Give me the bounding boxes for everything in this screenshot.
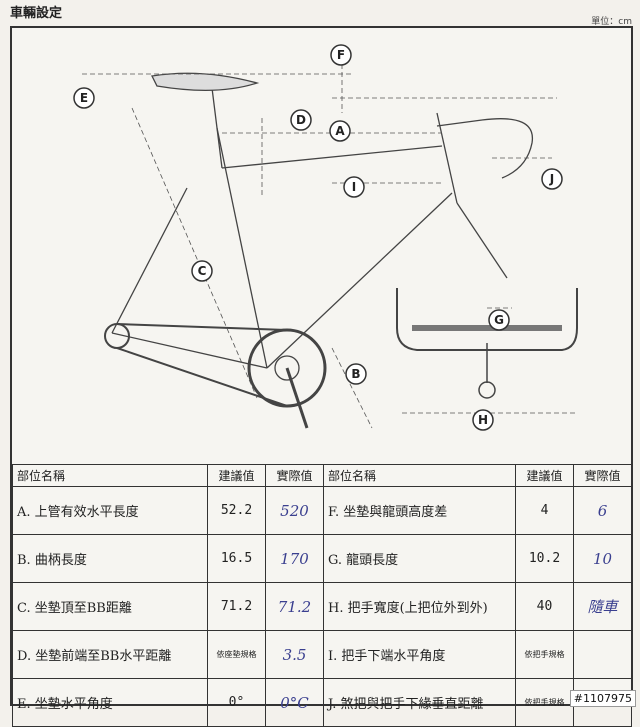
row-c-name: C. 坐墊頂至BB距離 [12, 582, 208, 631]
down-tube [266, 192, 453, 369]
row-g-name: G. 龍頭長度 [323, 534, 516, 583]
row-f-recommended: 4 [515, 486, 574, 535]
dim-b [331, 347, 373, 429]
dim-c [131, 107, 258, 399]
svg-text:B: B [351, 367, 360, 381]
crank-arm [285, 367, 309, 429]
row-b-actual[interactable]: 170 [265, 534, 324, 583]
badge-b: B [345, 363, 367, 385]
bar-front-view [396, 288, 578, 351]
table-row: B. 曲柄長度 16.5 170 G. 龍頭長度 10.2 10 [12, 534, 632, 583]
row-i-name: I. 把手下端水平角度 [323, 630, 516, 679]
row-f-name: F. 坐墊與龍頭高度差 [323, 486, 516, 535]
row-c-actual[interactable]: 71.2 [265, 582, 324, 631]
row-g-recommended: 10.2 [515, 534, 574, 583]
bike-diagram: A B C D E F G H I J [12, 28, 631, 464]
row-e-recommended: 0° [207, 678, 266, 727]
handlebar [481, 118, 534, 179]
row-h-actual[interactable]: 隨車 [573, 582, 632, 631]
chainstay [111, 332, 268, 369]
badge-h: H [472, 409, 494, 431]
row-d-recommended: 依座墊規格 [207, 630, 266, 679]
header-part-name-left: 部位名稱 [12, 464, 208, 487]
header-actual-right: 實際值 [573, 464, 632, 487]
svg-text:I: I [352, 180, 356, 194]
header-recommended-left: 建議值 [207, 464, 266, 487]
row-d-name: D. 坐墊前端至BB水平距離 [12, 630, 208, 679]
table-row: C. 坐墊頂至BB距離 71.2 71.2 H. 把手寬度(上把位外到外) 40… [12, 582, 632, 631]
saddle [151, 72, 260, 91]
badge-d: D [290, 109, 312, 131]
row-i-recommended: 依把手規格 [515, 630, 574, 679]
svg-text:C: C [198, 264, 207, 278]
steerer-front [478, 381, 496, 399]
svg-text:D: D [296, 113, 306, 127]
row-j-name: J. 煞把與把手下緣垂直距離 [323, 678, 516, 727]
svg-text:E: E [80, 91, 88, 105]
watermark-id: #1107975 [569, 690, 636, 707]
chain-top [116, 323, 288, 331]
svg-text:G: G [494, 313, 504, 327]
badge-g: G [488, 309, 510, 331]
stem [436, 119, 483, 127]
svg-text:F: F [337, 48, 345, 62]
row-b-name: B. 曲柄長度 [12, 534, 208, 583]
table-header-row: 部位名稱 建議值 實際值 部位名稱 建議值 實際值 [12, 464, 632, 487]
svg-text:H: H [478, 413, 488, 427]
table-row: D. 坐墊前端至BB水平距離 依座墊規格 3.5 I. 把手下端水平角度 依把手… [12, 630, 632, 679]
row-i-actual[interactable] [573, 630, 632, 679]
header-actual-left: 實際值 [265, 464, 324, 487]
row-e-name: E. 坐墊水平角度 [12, 678, 208, 727]
fork [456, 202, 508, 279]
row-h-name: H. 把手寬度(上把位外到外) [323, 582, 516, 631]
row-f-actual[interactable]: 6 [573, 486, 632, 535]
header-recommended-right: 建議值 [515, 464, 574, 487]
row-h-recommended: 40 [515, 582, 574, 631]
unit-label: 單位：cm [591, 17, 632, 27]
bike-diagram-svg: A B C D E F G H I J [73, 44, 578, 431]
row-b-recommended: 16.5 [207, 534, 266, 583]
row-j-recommended: 依把手規格 [515, 678, 574, 727]
head-tube [436, 112, 458, 204]
row-c-recommended: 71.2 [207, 582, 266, 631]
top-tube [221, 145, 443, 169]
seatstay [111, 187, 188, 334]
badge-j: J [541, 168, 563, 190]
badge-c: C [191, 260, 213, 282]
svg-text:J: J [549, 172, 554, 186]
row-a-recommended: 52.2 [207, 486, 266, 535]
row-a-name: A. 上管有效水平長度 [12, 486, 208, 535]
badge-a: A [329, 120, 351, 142]
seat-post [211, 87, 223, 169]
chain-bottom [116, 347, 288, 407]
table-row: E. 坐墊水平角度 0° 0°C J. 煞把與把手下緣垂直距離 依把手規格 [12, 678, 632, 727]
badge-f: F [330, 44, 352, 66]
table-row: A. 上管有效水平長度 52.2 520 F. 坐墊與龍頭高度差 4 6 [12, 486, 632, 535]
page-title: 車輛設定 [10, 6, 63, 21]
header-part-name-right: 部位名稱 [323, 464, 516, 487]
badge-i: I [343, 176, 365, 198]
row-g-actual[interactable]: 10 [573, 534, 632, 583]
row-d-actual[interactable]: 3.5 [265, 630, 324, 679]
svg-text:A: A [335, 124, 345, 138]
spec-table: 部位名稱 建議值 實際值 部位名稱 建議值 實際值 A. 上管有效水平長度 52… [12, 464, 632, 727]
row-a-actual[interactable]: 520 [265, 486, 324, 535]
badge-e: E [73, 87, 95, 109]
row-e-actual[interactable]: 0°C [265, 678, 324, 727]
spec-sheet: A B C D E F G H I J 部位名稱 建議值 實際值 部位名稱 建議… [10, 26, 633, 727]
chainring-hub [274, 355, 300, 381]
